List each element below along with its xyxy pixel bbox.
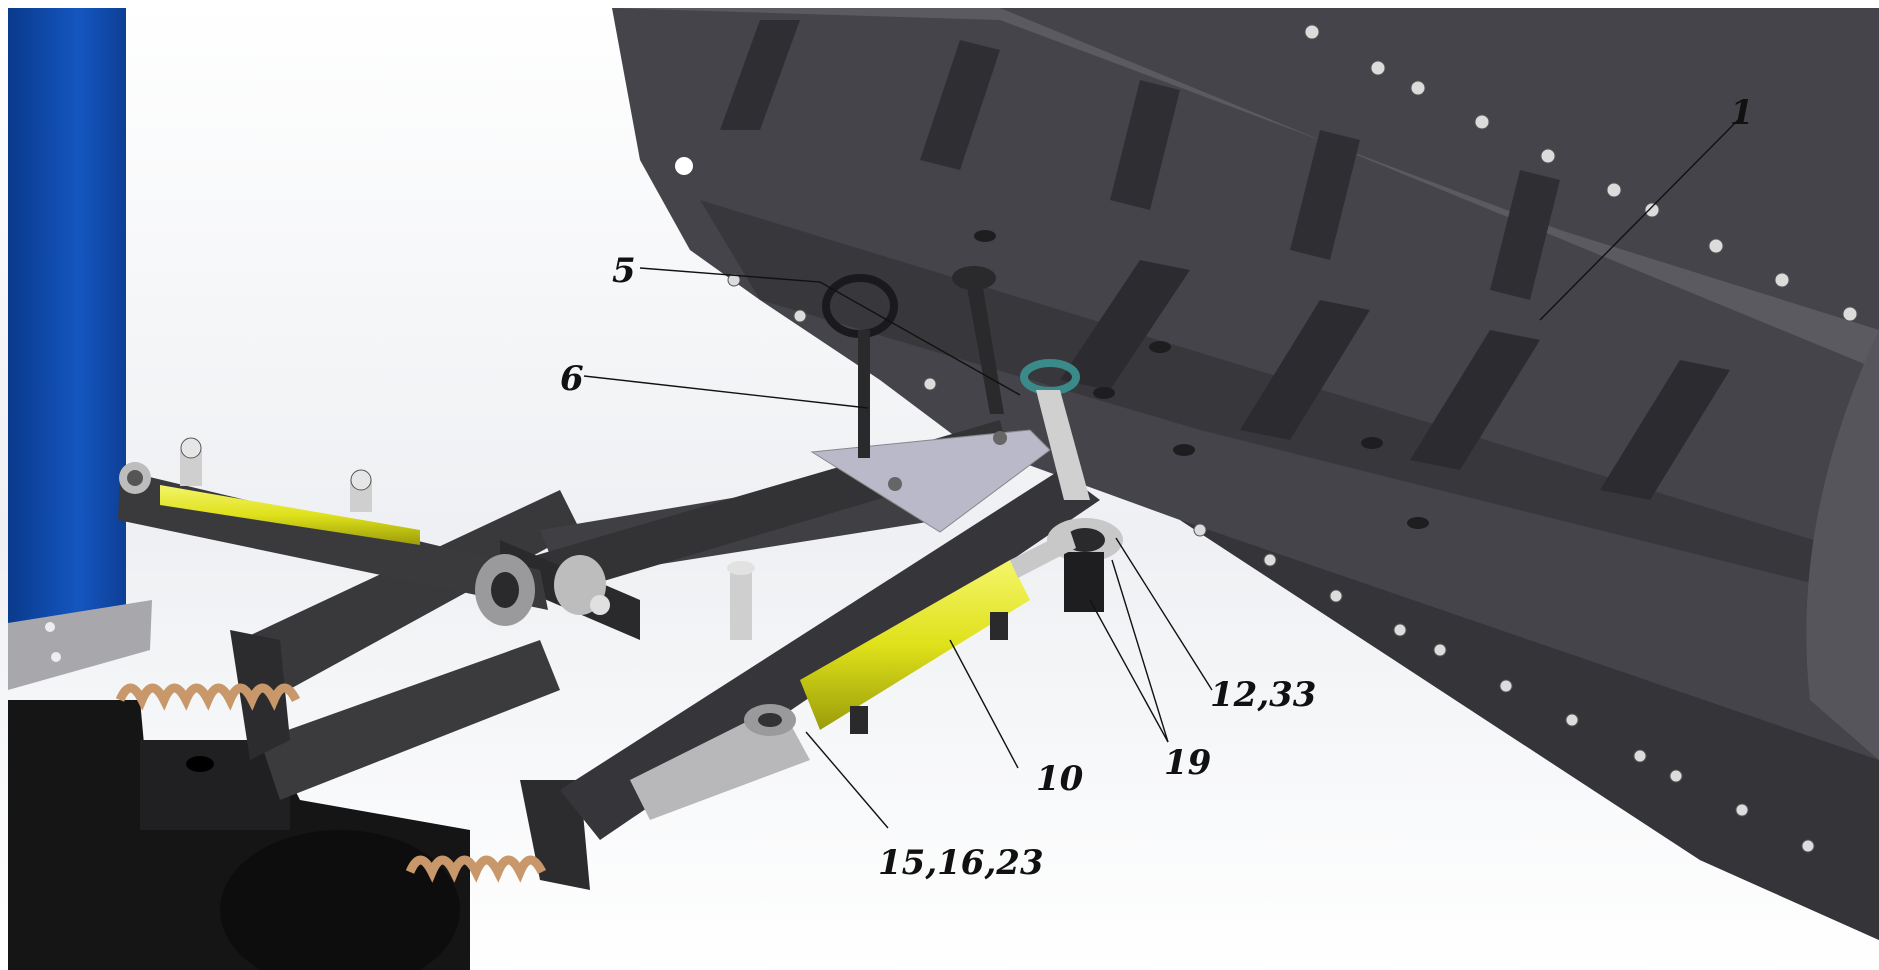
leader-15-16-23 xyxy=(805,731,889,829)
mounting-plate xyxy=(810,429,1051,533)
leader-1 xyxy=(1539,119,1739,321)
leader-19a xyxy=(1089,599,1169,743)
leader-10 xyxy=(949,639,1019,769)
leader-19b xyxy=(1111,559,1169,743)
spring-lower xyxy=(115,683,547,883)
vehicle-body xyxy=(8,8,470,970)
callout-1: 1 xyxy=(1730,93,1754,133)
leader-lines xyxy=(583,119,1739,829)
slew-cylinder xyxy=(800,530,1076,734)
cylinder-bracket xyxy=(630,561,810,820)
leader-5 xyxy=(639,267,1021,396)
callout-6: 6 xyxy=(560,359,584,399)
callout-12-33: 12,33 xyxy=(1210,675,1316,715)
callout-19: 19 xyxy=(1164,743,1211,783)
callout-5: 5 xyxy=(612,251,636,291)
lift-cylinder xyxy=(160,437,420,545)
callout-10: 10 xyxy=(1036,759,1084,799)
callout-labels: 1 5 6 10 12,33 15,16,23 19 xyxy=(560,93,1754,883)
pivot-knuckle xyxy=(1047,518,1123,612)
plow-blade xyxy=(612,8,1879,940)
leader-6 xyxy=(583,375,869,409)
callout-15-16-23: 15,16,23 xyxy=(878,843,1044,883)
leader-12-33 xyxy=(1115,537,1213,691)
